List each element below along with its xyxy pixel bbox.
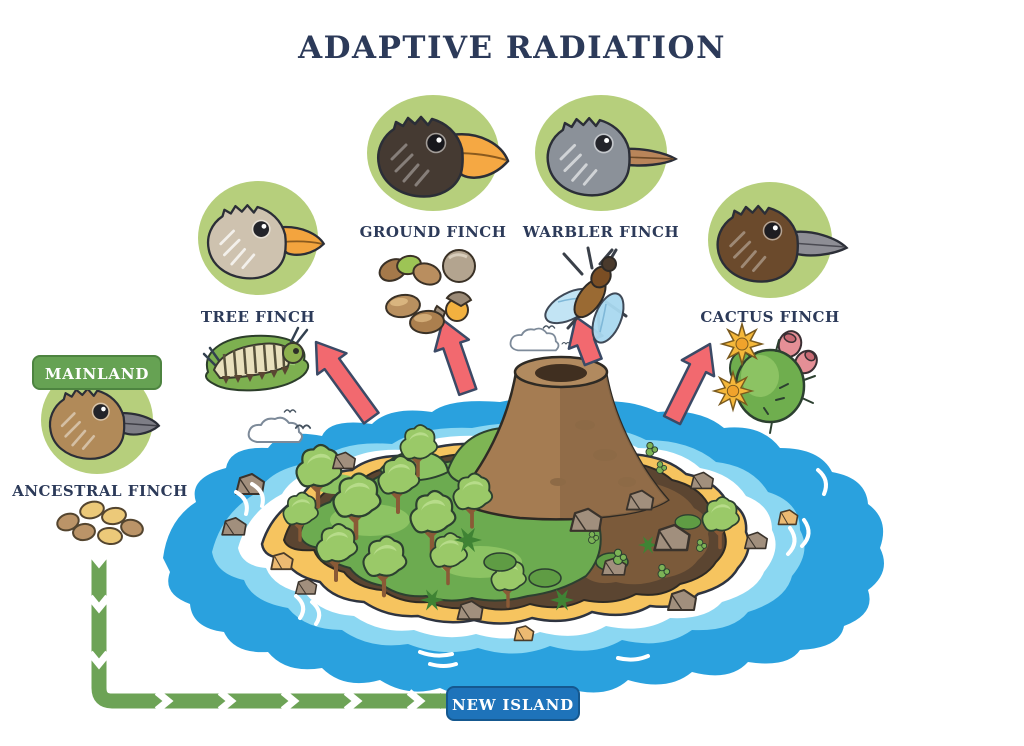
mainland-badge-label: MAINLAND <box>45 365 149 383</box>
warbler-finch-label: WARBLER FINCH <box>522 223 679 241</box>
volcano-icon <box>453 355 670 521</box>
cactus-finch-head-icon <box>716 204 849 283</box>
warbler-finch-head-icon <box>546 116 679 197</box>
tree-finch-head-icon <box>206 204 326 280</box>
cloud-icon <box>509 327 560 352</box>
page-title: ADAPTIVE RADIATION <box>298 30 726 66</box>
arrow-to-tree-finch <box>314 340 380 425</box>
cactus-finch-label: CACTUS FINCH <box>700 308 839 326</box>
waves <box>234 468 828 668</box>
ground-finch-head-icon <box>377 115 510 198</box>
island-illustration <box>163 355 884 697</box>
tree-finch-label: TREE FINCH <box>201 308 315 326</box>
cactus-food-icon <box>713 323 818 434</box>
ground-finch-label: GROUND FINCH <box>360 223 507 241</box>
ancestral-seeds-icon <box>56 500 144 546</box>
migration-path <box>87 549 455 713</box>
arrow-to-cactus-finch <box>662 342 716 426</box>
crater <box>535 364 587 382</box>
ancestral-finch-label: ANCESTRAL FINCH <box>11 482 188 500</box>
arrow-to-ground-finch <box>433 318 478 397</box>
mainland-badge: MAINLAND <box>32 355 162 390</box>
seeds-icon <box>378 249 476 335</box>
bird-icon <box>283 409 297 413</box>
cloud-icon <box>247 416 303 443</box>
radiation-arrows <box>314 315 716 426</box>
ancestral-finch-head-icon <box>48 387 161 460</box>
new-island-badge: NEW ISLAND <box>446 686 580 721</box>
bird-icon <box>542 325 556 329</box>
caterpillar-icon <box>202 326 310 392</box>
fly-icon <box>544 246 628 344</box>
new-island-badge-label: NEW ISLAND <box>452 696 574 714</box>
